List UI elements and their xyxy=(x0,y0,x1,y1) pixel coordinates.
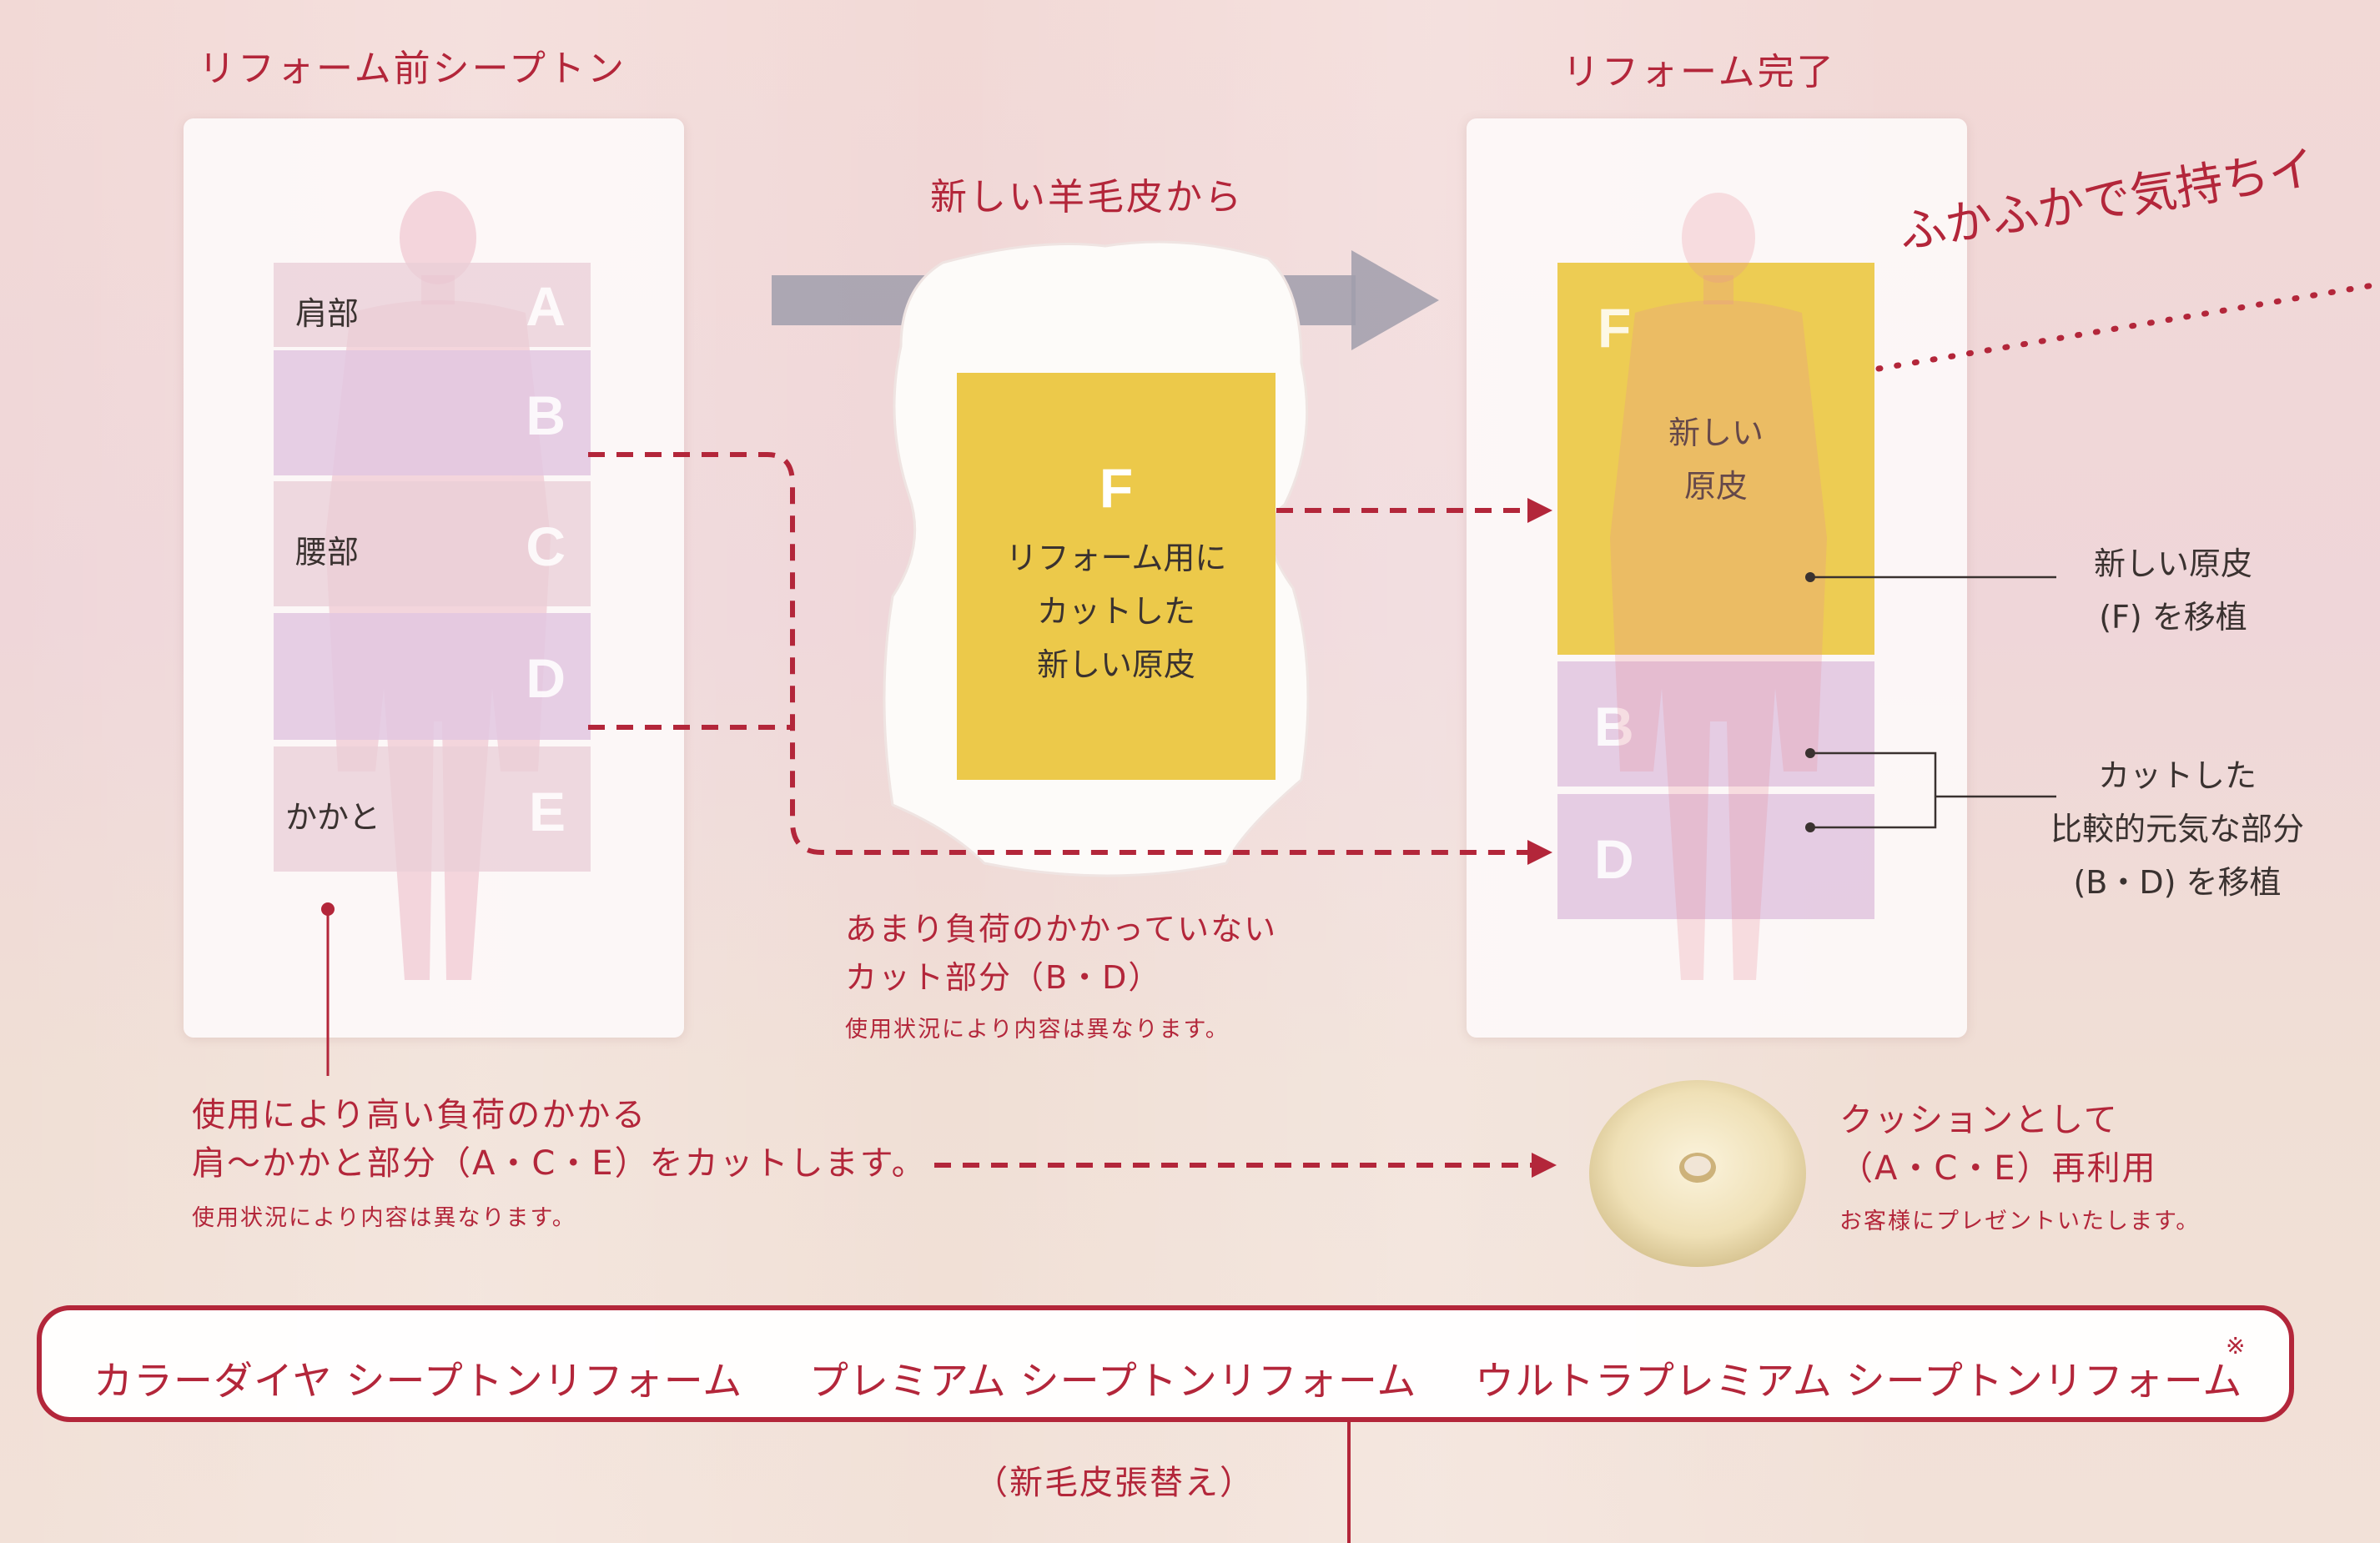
note-new-hide-1: 新しい原皮 xyxy=(2093,545,2252,582)
segment-a: 肩部 A xyxy=(274,263,591,347)
cushion-note-line-2: （A・C・E）再利用 xyxy=(1839,1149,2157,1188)
left-note: 使用により高い負荷のかかる 肩～かかと部分（A・C・E）をカットします。 xyxy=(192,1091,927,1188)
cut-note-sub: 使用状況により内容は異なります。 xyxy=(845,1017,1230,1043)
after-f-text-2: 原皮 xyxy=(1557,460,1874,513)
after-f-text: 新しい 原皮 xyxy=(1557,406,1874,513)
footer-note: （新毛皮張替え） xyxy=(974,1464,1255,1502)
after-b-block: B xyxy=(1557,661,1874,787)
product-ultra-premium: ウルトラプレミアム シープトンリフォーム xyxy=(1475,1359,2243,1405)
new-hide-text: リフォーム用に カットした 新しい原皮 xyxy=(957,531,1276,691)
cushion-image xyxy=(1589,1080,1806,1267)
before-segment-stack: 肩部 A B 腰部 C D かかと E xyxy=(274,263,591,922)
segment-e-label: かかと xyxy=(285,799,381,836)
cushion-note-sub: お客様にプレゼントいたします。 xyxy=(1839,1209,2201,1234)
segment-a-label: 肩部 xyxy=(295,295,360,332)
note-cut-parts-2: 比較的元気な部分 xyxy=(2050,811,2304,847)
after-d-block: D xyxy=(1557,794,1874,919)
segment-c-label: 腰部 xyxy=(295,534,360,570)
cut-note: あまり負荷のかかっていない カット部分（B・D） xyxy=(845,905,1277,1002)
new-hide-f-block: F リフォーム用に カットした 新しい原皮 xyxy=(957,373,1276,780)
segment-e-letter: E xyxy=(528,781,566,842)
note-new-hide: 新しい原皮 (F) を移植 xyxy=(2035,537,2311,644)
segment-b-letter: B xyxy=(526,384,566,446)
segment-a-letter: A xyxy=(526,275,566,337)
note-cut-parts-3: (B・D) を移植 xyxy=(2073,864,2282,901)
middle-heading: 新しい羊毛皮から xyxy=(930,176,1244,219)
cut-note-line-1: あまり負荷のかかっていない xyxy=(845,911,1278,947)
body-silhouette-after xyxy=(1610,193,1827,980)
product-premium: プレミアム シープトンリフォーム xyxy=(809,1359,1417,1405)
segment-d: D xyxy=(274,613,591,740)
segment-e: かかと E xyxy=(274,746,591,872)
left-note-sub: 使用状況により内容は異なります。 xyxy=(192,1205,576,1231)
leader-dot-b xyxy=(1805,748,1815,758)
note-new-hide-2: (F) を移植 xyxy=(2099,599,2247,636)
new-hide-line-2: カットした xyxy=(1036,593,1195,630)
note-cut-parts-1: カットした xyxy=(2097,757,2257,794)
left-note-line-1: 使用により高い負荷のかかる xyxy=(192,1096,647,1134)
new-hide-f-letter: F xyxy=(1099,457,1134,519)
segment-d-letter: D xyxy=(526,647,566,709)
new-hide-line-3: 新しい原皮 xyxy=(1036,646,1195,683)
new-hide-line-1: リフォーム用に xyxy=(1005,540,1227,576)
after-b-letter: B xyxy=(1594,696,1634,757)
product-box: カラーダイヤ シープトンリフォーム プレミアム シープトンリフォーム ウルトラプ… xyxy=(37,1305,2294,1422)
segment-c: 腰部 C xyxy=(274,481,591,606)
leader-dot-d xyxy=(1805,822,1815,832)
leader-dot-f xyxy=(1805,572,1815,582)
product-note-mark: ※ xyxy=(2226,1332,2246,1360)
arrow-b-to-after xyxy=(588,452,1552,865)
left-note-line-2: 肩～かかと部分（A・C・E）をカットします。 xyxy=(192,1144,927,1183)
segment-c-letter: C xyxy=(526,515,566,577)
product-color-diamond: カラーダイヤ シープトンリフォーム xyxy=(93,1359,743,1405)
leader-dot-heel xyxy=(321,902,335,916)
note-cut-parts: カットした 比較的元気な部分 (B・D) を移植 xyxy=(2002,749,2352,909)
after-f-block: F 新しい 原皮 xyxy=(1557,263,1874,655)
after-f-text-1: 新しい xyxy=(1557,406,1874,460)
after-f-letter: F xyxy=(1598,297,1632,359)
before-title: リフォーム前シープトン xyxy=(199,48,627,90)
segment-b: B xyxy=(274,350,591,475)
cushion-note: クッションとして （A・C・E）再利用 xyxy=(1839,1096,2157,1193)
after-d-letter: D xyxy=(1594,828,1634,890)
cushion-note-line-1: クッションとして xyxy=(1839,1101,2119,1139)
after-title: リフォーム完了 xyxy=(1562,51,1836,93)
leader-bd-bracket xyxy=(1810,751,1937,829)
cut-note-line-2: カット部分（B・D） xyxy=(845,959,1162,996)
